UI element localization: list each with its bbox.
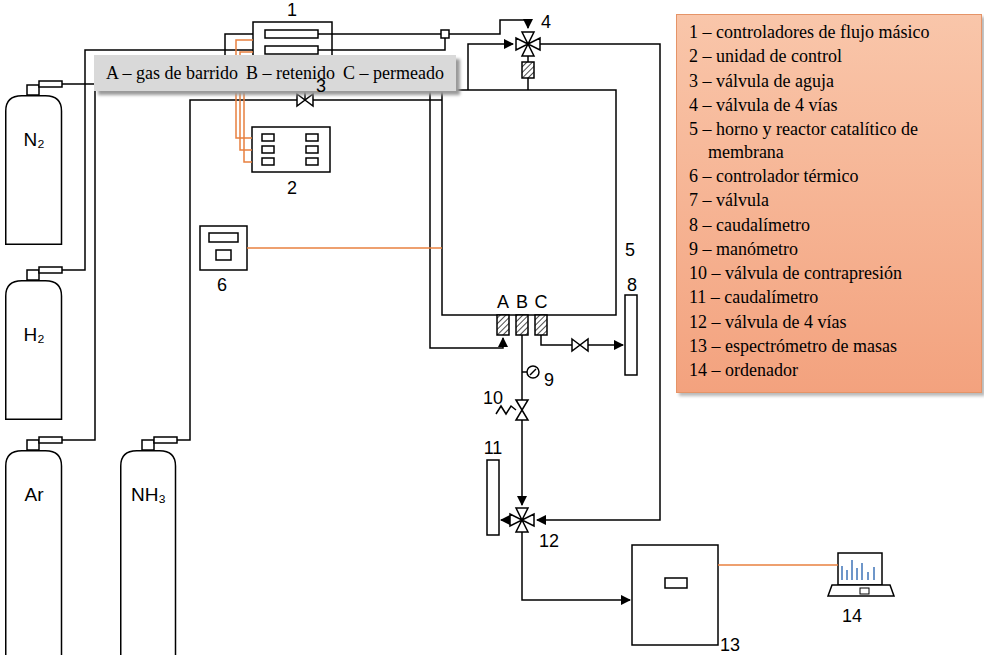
parts-list-item: 12 – válvula de 4 vías bbox=[689, 311, 973, 334]
cylinder-outline bbox=[5, 450, 63, 655]
cylinder-outline bbox=[120, 450, 177, 655]
gas-name: H₂ bbox=[5, 324, 63, 346]
parts-list-item: 14 – ordenador bbox=[689, 359, 973, 382]
legend-box: A – gas de barridoB – retenidoC – permea… bbox=[94, 55, 456, 91]
legend-text: C – permeado bbox=[343, 63, 444, 84]
parts-list-item: 9 – manómetro bbox=[689, 238, 973, 261]
parts-list-item: 8 – caudalímetro bbox=[689, 214, 973, 237]
callout-number: 6 bbox=[217, 276, 227, 294]
callout-number: 5 bbox=[625, 241, 635, 259]
gas-cylinder: NH₃ bbox=[120, 450, 177, 655]
callout-number: 10 bbox=[483, 389, 503, 407]
parts-list-item: 4 – válvula de 4 vías bbox=[689, 94, 973, 117]
gas-cylinder: Ar bbox=[5, 450, 63, 655]
callout-number: 14 bbox=[842, 607, 862, 625]
parts-list-item: 1 – controladores de flujo másico bbox=[689, 21, 973, 44]
gas-cylinder: H₂ bbox=[5, 280, 63, 420]
callout-number: 3 bbox=[316, 77, 326, 95]
cylinder-outline bbox=[5, 280, 63, 420]
gas-cylinder: N₂ bbox=[5, 95, 63, 245]
port-letter: B bbox=[516, 293, 528, 311]
callout-number: 8 bbox=[627, 276, 637, 294]
callout-number: 2 bbox=[287, 179, 297, 197]
cylinder-outline bbox=[5, 95, 63, 245]
parts-list-box: 1 – controladores de flujo másico2 – uni… bbox=[676, 14, 982, 393]
callout-number: 4 bbox=[541, 13, 551, 31]
port-letter: C bbox=[535, 293, 548, 311]
gas-name: NH₃ bbox=[120, 484, 177, 506]
parts-list-item: 11 – caudalímetro bbox=[689, 286, 973, 309]
parts-list-item: 7 – válvula bbox=[689, 189, 973, 212]
callout-number: 11 bbox=[484, 439, 503, 457]
parts-list-item: 2 – unidad de control bbox=[689, 45, 973, 68]
parts-list-item: 5 – horno y reactor catalítico de membra… bbox=[689, 118, 973, 163]
port-letter: A bbox=[497, 293, 509, 311]
parts-list-item: 6 – controlador térmico bbox=[689, 165, 973, 188]
legend-text: A – gas de barrido bbox=[106, 63, 238, 84]
callout-number: 13 bbox=[720, 636, 740, 654]
callout-number: 12 bbox=[539, 532, 559, 550]
callout-number: 1 bbox=[287, 1, 297, 19]
parts-list-item: 3 – válvula de aguja bbox=[689, 70, 973, 93]
parts-list-item: 10 – válvula de contrapresión bbox=[689, 262, 973, 285]
gas-name: Ar bbox=[5, 484, 63, 506]
callout-number: 9 bbox=[544, 371, 554, 389]
gas-name: N₂ bbox=[5, 129, 63, 151]
parts-list-item: 13 – espectrómetro de masas bbox=[689, 335, 973, 358]
